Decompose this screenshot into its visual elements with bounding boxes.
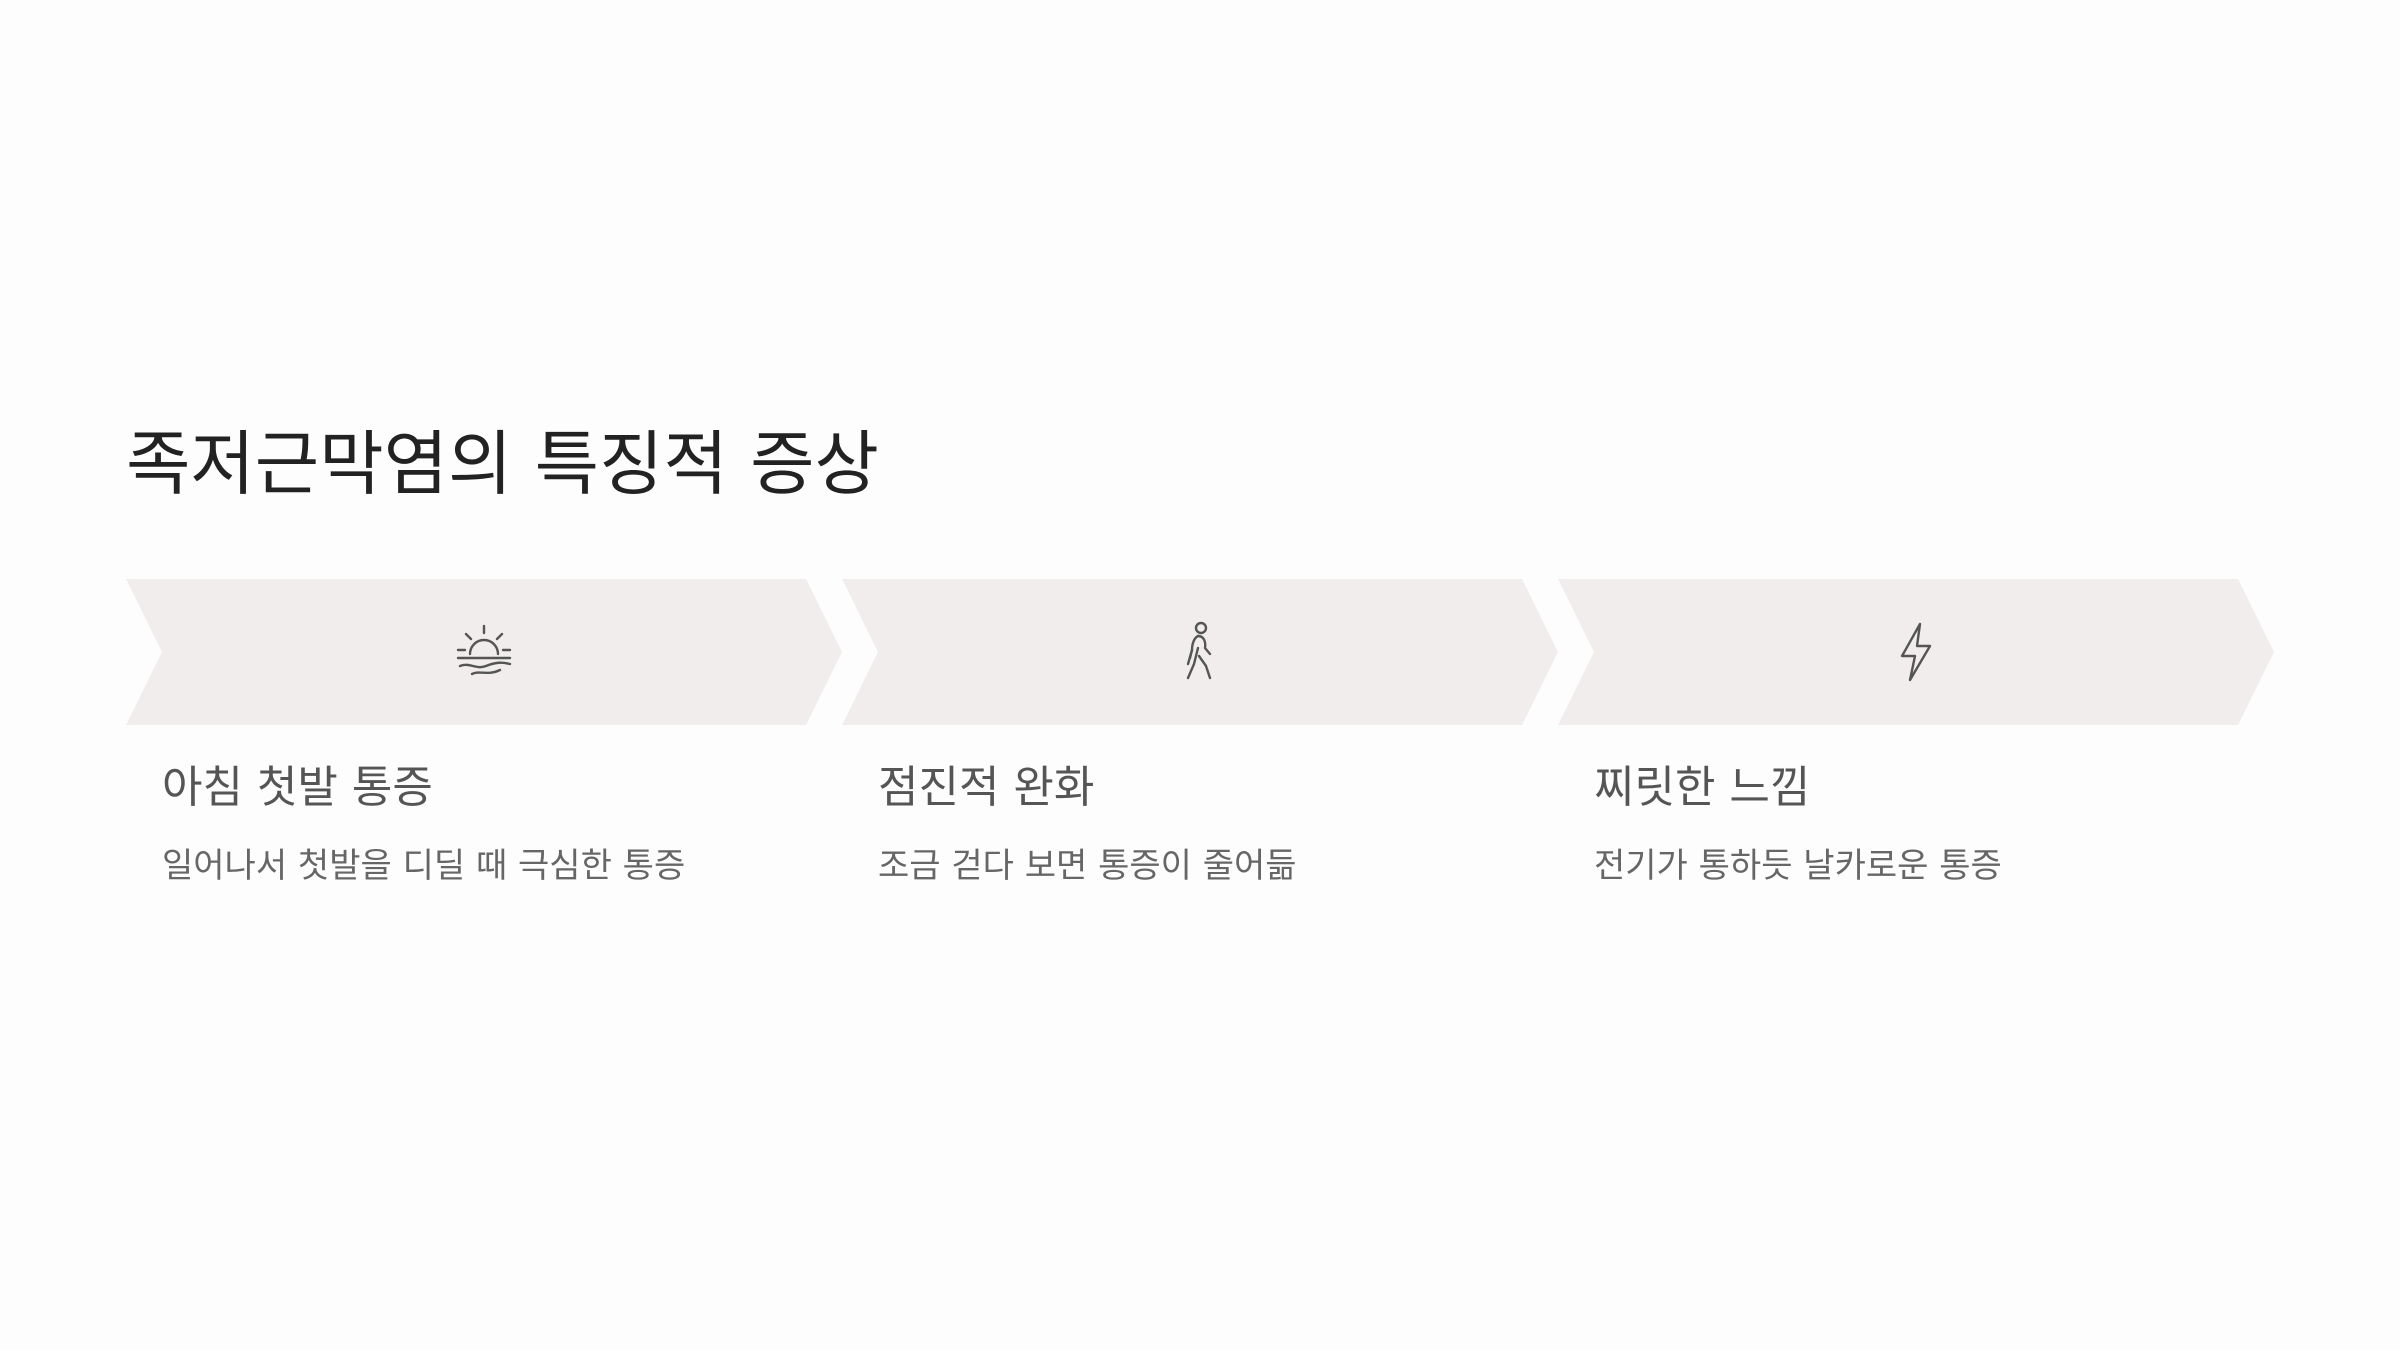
sunrise-icon xyxy=(456,624,512,676)
slide-title: 족저근막염의 특징적 증상 xyxy=(126,423,879,505)
step-heading-2: 점진적 완화 xyxy=(878,762,1095,813)
step-chevron-2 xyxy=(842,579,1558,725)
walking-person-icon xyxy=(1186,621,1212,680)
step-chevron-3 xyxy=(1558,579,2274,725)
step-heading-3: 찌릿한 느낌 xyxy=(1594,762,1811,813)
step-description-1: 일어나서 첫발을 디딜 때 극심한 통증 xyxy=(162,846,686,886)
step-description-3: 전기가 통하듯 날카로운 통증 xyxy=(1594,846,2002,886)
step-chevron-1 xyxy=(126,579,842,725)
chevron-shape xyxy=(842,579,1558,725)
step-description-2: 조금 걷다 보면 통증이 줄어듦 xyxy=(878,846,1297,886)
step-heading-1: 아침 첫발 통증 xyxy=(162,762,433,813)
lightning-bolt-icon xyxy=(1900,622,1932,682)
chevron-shape xyxy=(126,579,842,725)
chevron-shape xyxy=(1558,579,2274,725)
